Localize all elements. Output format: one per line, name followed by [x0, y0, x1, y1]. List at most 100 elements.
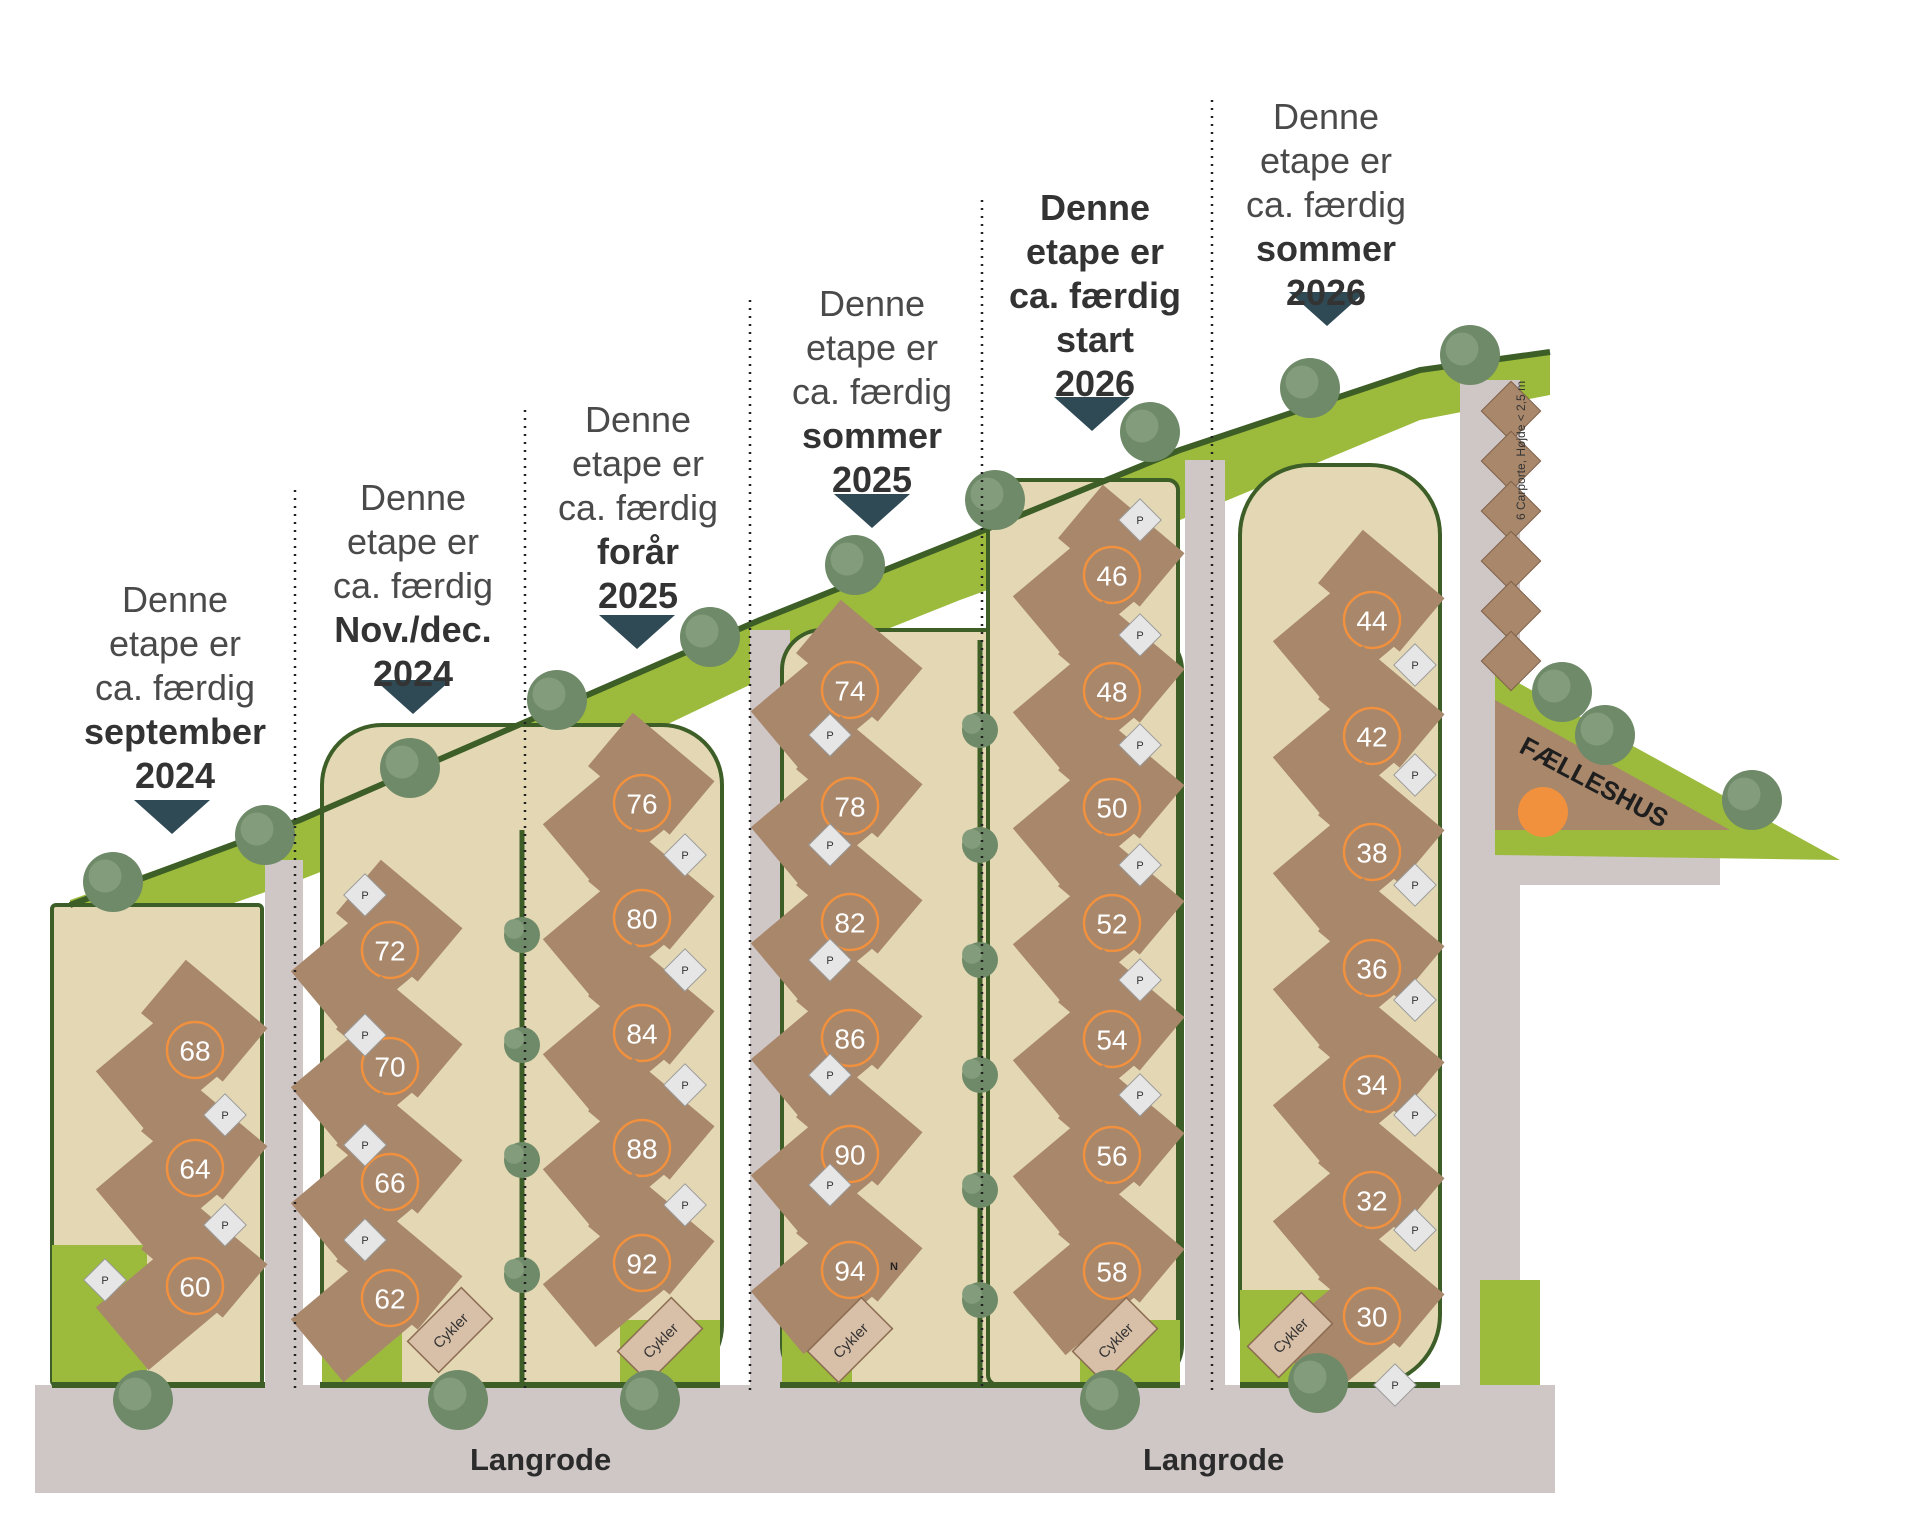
tree: [962, 1282, 998, 1318]
parking-space: P: [343, 1013, 387, 1057]
house-roof: [1058, 600, 1185, 723]
unit-number: 70: [374, 1052, 405, 1083]
common-house-dot: [1518, 787, 1568, 837]
unit-number: 76: [626, 789, 657, 820]
house-roof: [796, 599, 923, 722]
house-unit: 48: [1012, 600, 1185, 776]
house-unit: 76: [542, 712, 715, 888]
house-roof: [588, 1057, 715, 1180]
stage-marker: [375, 680, 451, 714]
parking-label: P: [1411, 995, 1418, 1007]
stage-label-date: 2026: [1285, 272, 1367, 313]
unit-circle: [1342, 938, 1402, 998]
tree: [680, 607, 740, 667]
house-unit: 68: [95, 959, 268, 1135]
house-unit: 50: [1012, 716, 1185, 892]
unit-circle: [1342, 1170, 1402, 1230]
parking-label: P: [826, 1070, 833, 1082]
house-roof: [141, 959, 268, 1082]
tree: [527, 670, 587, 730]
unit-number: 38: [1356, 838, 1387, 869]
bike-shed: Cykler: [806, 1296, 894, 1384]
parking-space: P: [343, 873, 387, 917]
house-roof: [588, 827, 715, 950]
house-roof: [1318, 645, 1445, 768]
parking-label: P: [1411, 880, 1418, 892]
parking-label: P: [1136, 740, 1143, 752]
stage-label-line: ca. færdig: [1245, 184, 1407, 225]
tree: [965, 470, 1025, 530]
parking-space: P: [83, 1258, 127, 1302]
unit-circle: [1082, 1241, 1142, 1301]
unit-number: 82: [834, 908, 865, 939]
house-roof: [141, 1195, 268, 1318]
unit-circle: [820, 892, 880, 952]
tree: [235, 805, 295, 865]
unit-circle: [1082, 1125, 1142, 1185]
house-roof: [1058, 1180, 1185, 1303]
parking-label: P: [681, 850, 688, 862]
carport-strip: 6 Carporte, Højde < 2,5 m: [1480, 380, 1542, 692]
tree: [620, 1370, 680, 1430]
unit-circle: [820, 1240, 880, 1300]
parking-label: P: [361, 1140, 368, 1152]
tree: [1532, 662, 1592, 722]
unit-circle: [612, 888, 672, 948]
house-roof: [336, 1091, 463, 1214]
unit-circle: [165, 1256, 225, 1316]
unit-number: 92: [626, 1249, 657, 1280]
stage-label-date: 2026: [1054, 363, 1136, 404]
house-unit: 74: [750, 599, 923, 775]
tree: [1575, 705, 1635, 765]
parking-label: P: [221, 1220, 228, 1232]
unit-number: 36: [1356, 954, 1387, 985]
house-unit: 54: [1012, 948, 1185, 1124]
house-roof: [1318, 529, 1445, 652]
tree: [504, 1142, 540, 1178]
parking-space: P: [1118, 723, 1162, 767]
stage-label-line: Denne: [121, 579, 229, 620]
parking-label: P: [826, 730, 833, 742]
unit-circle: [1082, 1009, 1142, 1069]
house-roof: [796, 1179, 923, 1302]
house-unit: 92: [542, 1172, 715, 1348]
bike-shed: Cykler: [406, 1286, 494, 1374]
parking-label: P: [1411, 660, 1418, 672]
unit-circle: [612, 1118, 672, 1178]
stage-label-date: 2025: [597, 575, 679, 616]
parking-label: P: [361, 890, 368, 902]
unit-circle: [165, 1138, 225, 1198]
house-unit: 34: [1272, 993, 1445, 1169]
unit-number: 34: [1356, 1070, 1387, 1101]
house-unit: 60: [95, 1195, 268, 1371]
unit-circle: [820, 776, 880, 836]
unit-circle: [1082, 661, 1142, 721]
house-roof: [1318, 1109, 1445, 1232]
unit-number: 72: [374, 936, 405, 967]
parking-label: P: [1411, 770, 1418, 782]
stage-marker: [134, 800, 210, 834]
house-roof: [588, 1172, 715, 1295]
unit-number: 44: [1356, 606, 1387, 637]
parking-space: P: [808, 713, 852, 757]
lawn: [1480, 1280, 1540, 1385]
unit-number: 78: [834, 792, 865, 823]
house-unit: 64: [95, 1077, 268, 1253]
house-unit: 44: [1272, 529, 1445, 705]
unit-number: 88: [626, 1134, 657, 1165]
stage-label-date: Nov./dec.: [334, 609, 492, 650]
stage-label-line: etape er: [1259, 140, 1393, 181]
parking-label: P: [681, 1080, 688, 1092]
parking-label: P: [361, 1235, 368, 1247]
carport: [1480, 580, 1542, 642]
unit-number: 94: [834, 1256, 865, 1287]
parking-space: P: [1118, 958, 1162, 1002]
tree: [380, 738, 440, 798]
parking-space: P: [1118, 1073, 1162, 1117]
house-unit: 84: [542, 942, 715, 1118]
parking-label: P: [826, 955, 833, 967]
house-roof: [588, 712, 715, 835]
